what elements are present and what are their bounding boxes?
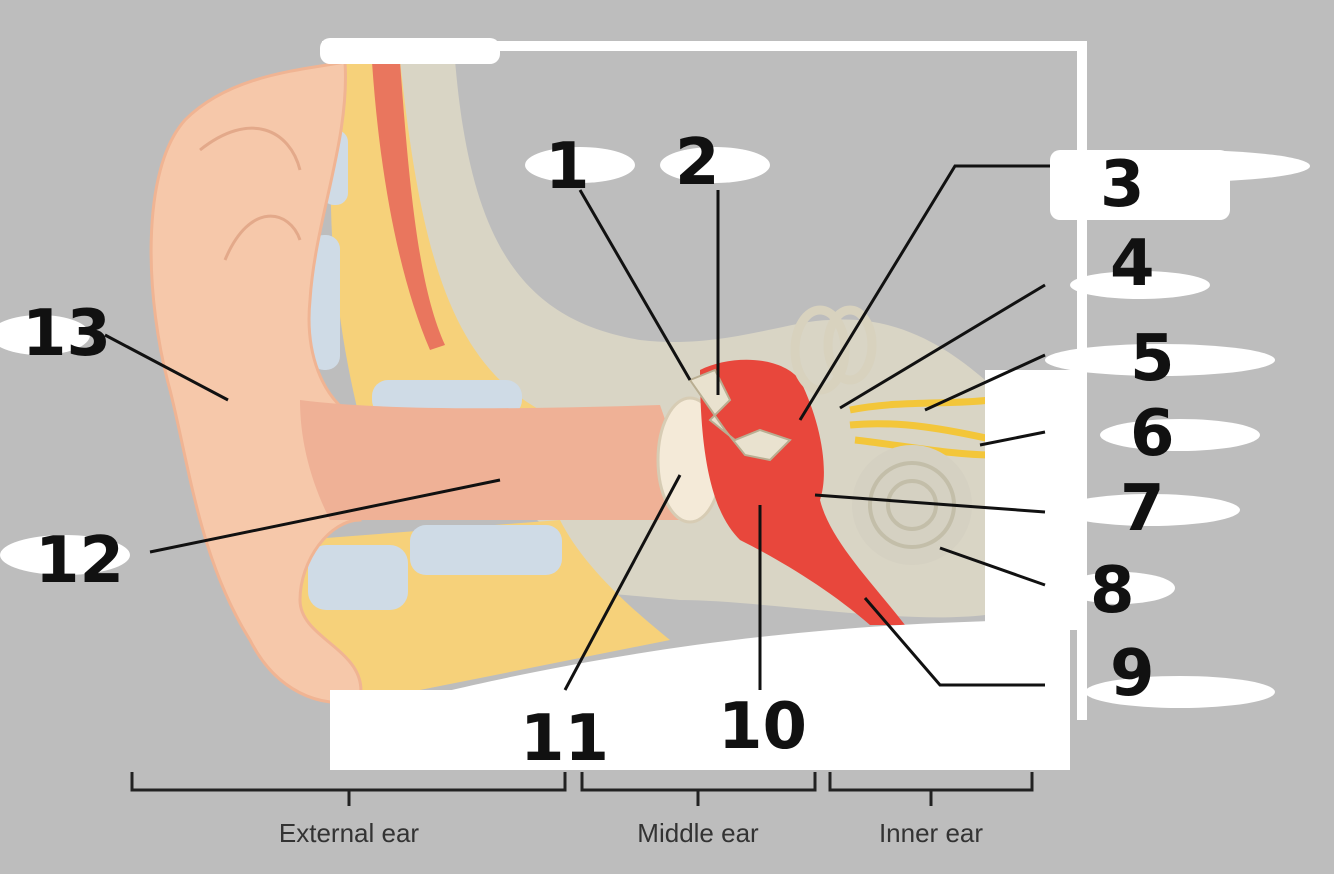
ear-canal [300,400,700,520]
leader-lines [104,164,1050,691]
label-number-1: 1 [545,130,590,204]
label-number-10: 10 [718,690,807,764]
label-number-5: 5 [1130,322,1175,396]
section-label-middle-ear: Middle ear [637,818,759,848]
cartilage-4 [308,545,408,610]
label-number-8: 8 [1090,554,1135,628]
ossicles [688,368,792,462]
label-number-11: 11 [520,702,609,776]
section-label-external-ear: External ear [279,818,420,848]
cartilage-3 [372,380,522,416]
auricle-fold-2 [223,214,302,261]
label-number-13: 13 [22,297,111,371]
label-number-9: 9 [1110,637,1155,711]
label-number-7: 7 [1120,472,1165,546]
section-brackets [130,772,1034,806]
section-label-inner-ear: Inner ear [879,818,983,848]
muscle [372,62,445,350]
middle-ear-cavity [700,359,905,625]
cartilage-2 [310,235,340,370]
label-number-4: 4 [1110,227,1155,301]
auricle-fold [199,126,302,171]
label-number-6: 6 [1130,397,1175,471]
cartilage-5 [410,525,562,575]
label-number-3: 3 [1100,148,1145,222]
label-number-12: 12 [35,524,124,598]
label-number-2: 2 [675,126,720,200]
label-masks [0,38,1310,770]
